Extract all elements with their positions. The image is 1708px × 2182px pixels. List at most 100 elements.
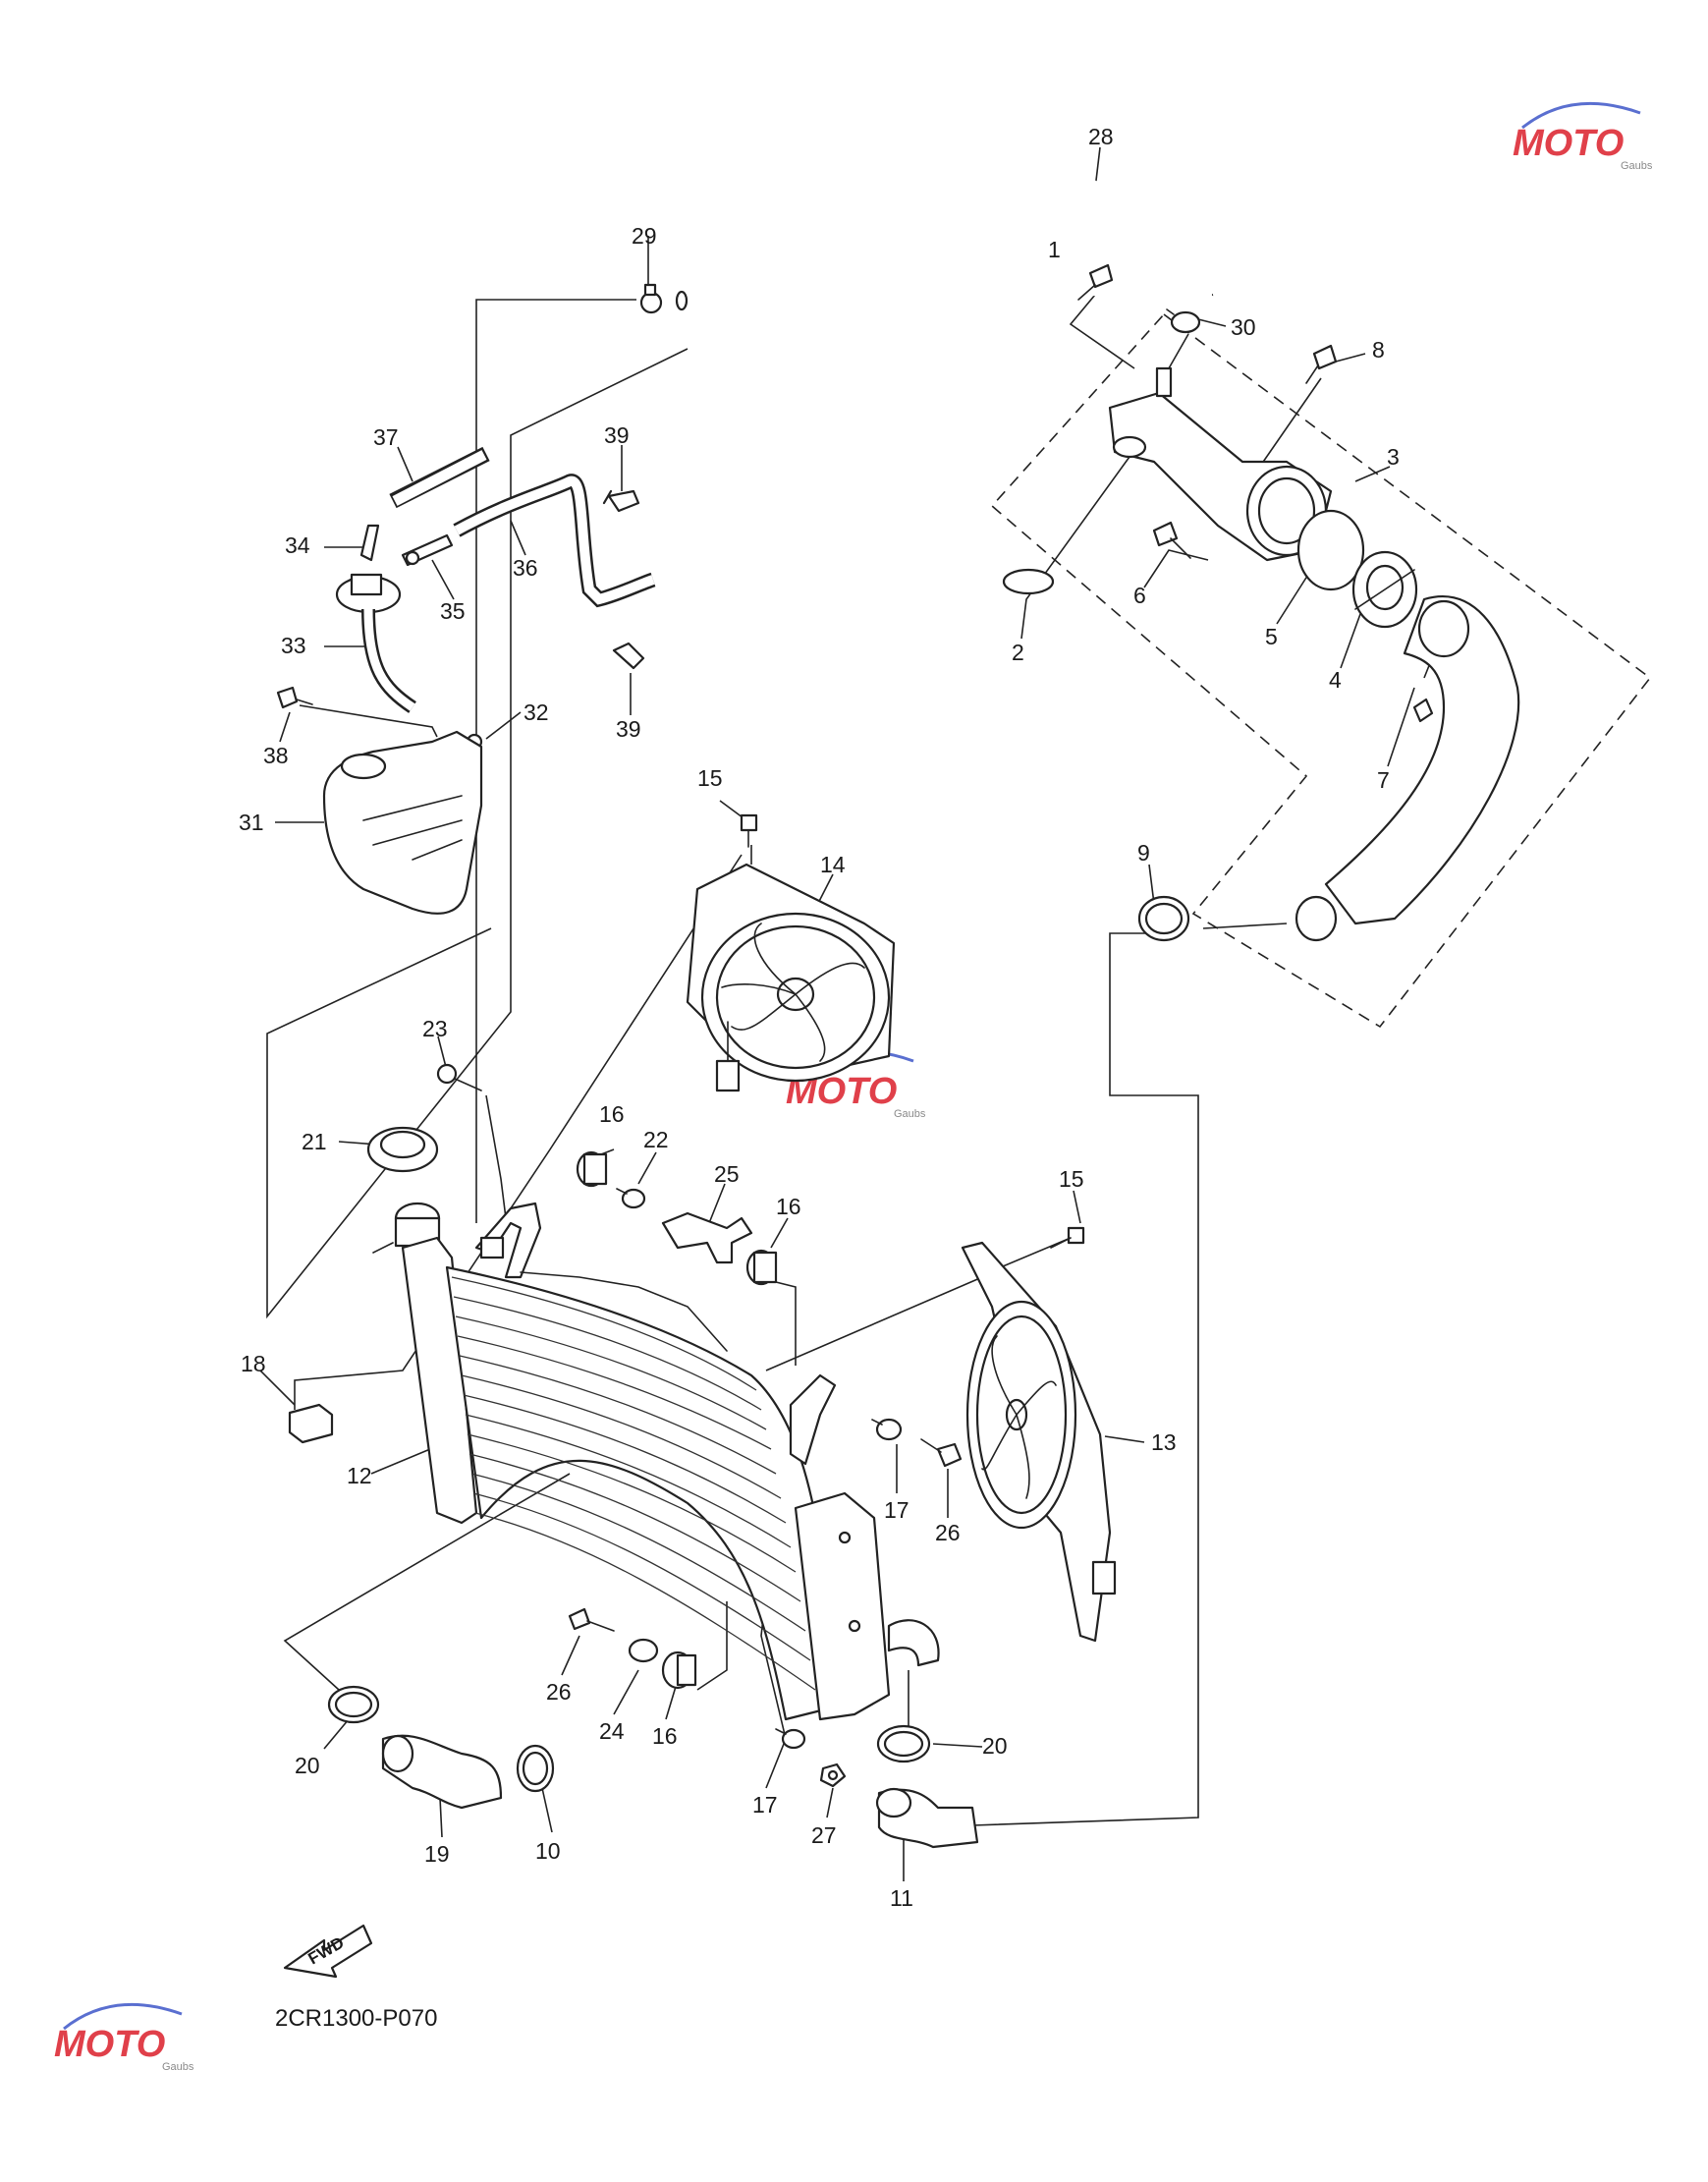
callout-37: 37 xyxy=(373,424,399,450)
callout-33: 33 xyxy=(281,633,306,658)
thermostat-4 xyxy=(1351,550,1418,629)
callout-25: 25 xyxy=(714,1161,740,1187)
clamp-20b xyxy=(876,1724,931,1763)
callout-20-right: 20 xyxy=(982,1733,1008,1759)
reservoir-cap-hose-33 xyxy=(335,573,416,713)
callout-30: 30 xyxy=(1231,314,1256,340)
bolt-6 xyxy=(1152,521,1191,559)
collar-22 xyxy=(616,1188,646,1209)
bracket-25 xyxy=(661,1211,753,1264)
watermark-subtitle: Gaubs xyxy=(162,2061,194,2073)
bolt-8 xyxy=(1305,344,1338,384)
watermark-subtitle: Gaubs xyxy=(1621,160,1653,172)
callout-39-upper: 39 xyxy=(604,422,630,448)
watermark-top-right: MOTO Gaubs xyxy=(1513,101,1653,172)
callout-10: 10 xyxy=(535,1838,561,1864)
callout-23: 23 xyxy=(422,1016,448,1041)
reference-code: 2CR1300-P070 xyxy=(275,2005,437,2032)
callout-3: 3 xyxy=(1387,444,1400,470)
callout-1: 1 xyxy=(1048,237,1061,262)
cooling-fan-13 xyxy=(961,1241,1117,1643)
clamp-29 xyxy=(639,283,663,314)
grommet-16b xyxy=(745,1249,778,1286)
callout-8: 8 xyxy=(1372,337,1385,363)
callout-5: 5 xyxy=(1265,624,1278,649)
callout-32: 32 xyxy=(523,699,549,725)
watermark-brand: MOTO xyxy=(1513,123,1624,164)
callout-36: 36 xyxy=(513,555,538,581)
callout-16-middle: 16 xyxy=(776,1194,801,1219)
bolt-15b xyxy=(1050,1226,1085,1249)
callout-20-left: 20 xyxy=(295,1753,320,1778)
callout-24: 24 xyxy=(599,1718,625,1744)
callout-34: 34 xyxy=(285,532,310,558)
callout-2: 2 xyxy=(1012,640,1024,665)
callout-12: 12 xyxy=(347,1463,372,1488)
bolt-26a xyxy=(920,1438,963,1468)
bolt-26b xyxy=(568,1607,615,1632)
watermark-bottom-left: MOTO Gaubs xyxy=(54,2002,194,2073)
callout-27: 27 xyxy=(811,1822,837,1848)
hose-28 xyxy=(675,141,1239,311)
callout-18: 18 xyxy=(241,1351,266,1376)
callout-29: 29 xyxy=(632,223,657,249)
radiator-12 xyxy=(401,1202,940,1721)
bolt-38 xyxy=(276,686,313,709)
callout-28: 28 xyxy=(1088,124,1114,149)
watermark-subtitle: Gaubs xyxy=(894,1108,926,1120)
thermostat-group-outline xyxy=(990,312,1652,1029)
callout-17-right: 17 xyxy=(884,1497,909,1523)
bolt-15a xyxy=(740,813,758,848)
bolt-1 xyxy=(1077,263,1114,301)
callout-15-right: 15 xyxy=(1059,1166,1084,1192)
thermostat-housing-3 xyxy=(1108,366,1333,562)
callout-22: 22 xyxy=(643,1127,669,1152)
callout-31: 31 xyxy=(239,810,264,835)
elbow-pipe-34 xyxy=(359,524,380,562)
washer-24 xyxy=(628,1638,659,1663)
forward-direction-arrow: FWD xyxy=(283,1924,373,1979)
callout-26-lower: 26 xyxy=(546,1679,572,1705)
callout-9: 9 xyxy=(1137,840,1150,866)
clamp-30 xyxy=(1166,308,1201,334)
grommet-16c xyxy=(661,1650,697,1690)
callout-35: 35 xyxy=(440,598,466,624)
callout-7: 7 xyxy=(1377,767,1390,793)
clamp-9 xyxy=(1137,895,1190,942)
callout-26-right: 26 xyxy=(935,1520,961,1545)
callout-16-lower: 16 xyxy=(652,1723,678,1749)
callout-4: 4 xyxy=(1329,667,1342,693)
collar-17b xyxy=(775,1728,806,1750)
callout-38: 38 xyxy=(263,743,289,768)
gasket-5 xyxy=(1296,509,1365,591)
callout-19: 19 xyxy=(424,1841,450,1867)
callout-13: 13 xyxy=(1151,1429,1177,1455)
grommet-16a xyxy=(576,1150,608,1188)
cooling-fan-14 xyxy=(686,863,896,1092)
coolant-reservoir-31 xyxy=(322,730,483,915)
thermostat-cover-pipe-7 xyxy=(1295,595,1520,942)
hose-joint-35 xyxy=(401,533,454,567)
callout-16-upper: 16 xyxy=(599,1101,625,1127)
clamp-20a xyxy=(327,1685,380,1724)
hose-11 xyxy=(875,1787,979,1849)
callout-21: 21 xyxy=(302,1129,327,1154)
radiator-fins xyxy=(451,1276,816,1691)
o-ring-2 xyxy=(1002,568,1055,595)
callout-15-upper: 15 xyxy=(697,765,723,791)
clamp-10 xyxy=(516,1744,555,1793)
callout-17-lower: 17 xyxy=(752,1792,778,1818)
radiator-cap-21 xyxy=(366,1126,439,1173)
callout-11: 11 xyxy=(890,1885,913,1911)
callout-6: 6 xyxy=(1133,583,1146,608)
hose-19 xyxy=(381,1734,503,1810)
clip-39b xyxy=(612,642,645,670)
damper-18 xyxy=(288,1403,334,1444)
watermark-brand: MOTO xyxy=(54,2024,165,2065)
callout-39-lower: 39 xyxy=(616,716,641,742)
nut-27 xyxy=(819,1762,847,1788)
clip-39a xyxy=(602,489,640,513)
callout-14: 14 xyxy=(820,852,846,877)
collar-17a xyxy=(871,1418,903,1441)
